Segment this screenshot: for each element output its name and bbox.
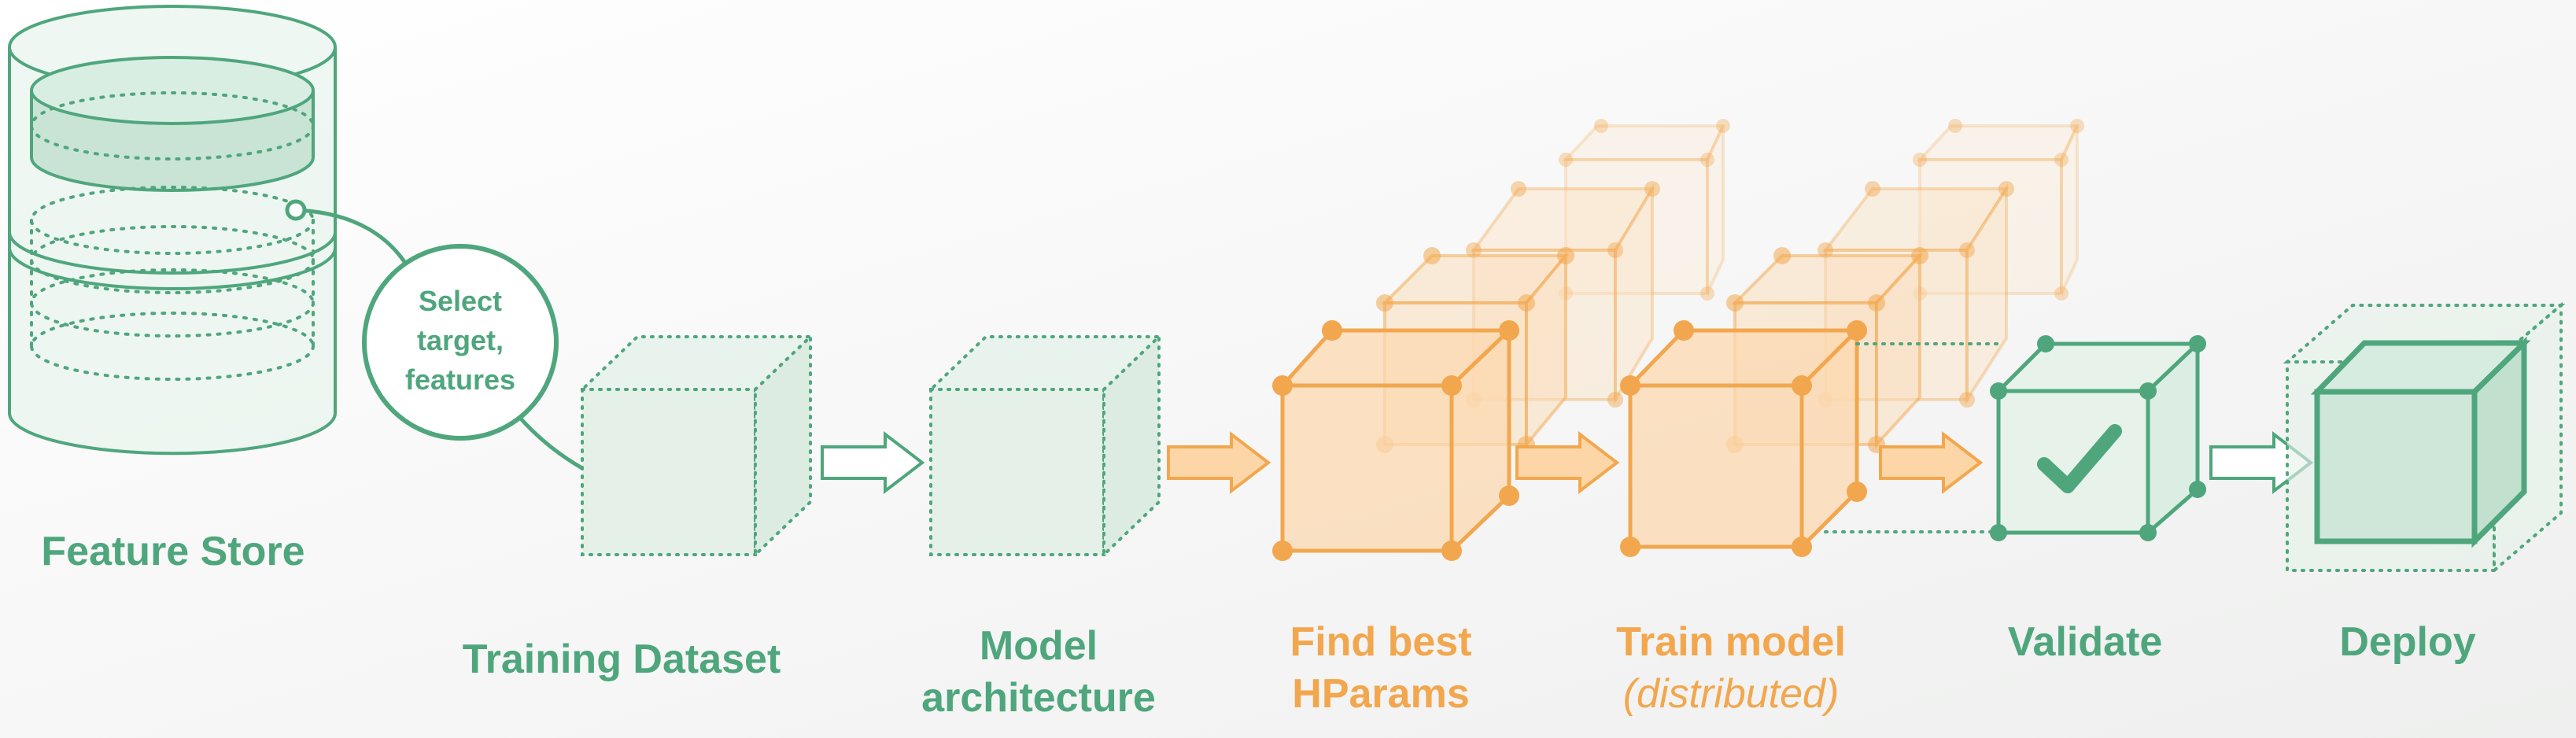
stacked-wireframe-cubes-icon: [1272, 119, 1730, 561]
label-model-architecture: Model architecture: [881, 620, 1196, 724]
label-line-1: Find best: [1290, 619, 1472, 665]
dotted-cube-icon: [578, 333, 814, 559]
label-validate: Validate: [1951, 616, 2219, 668]
cylinder-database-icon: [8, 5, 337, 456]
label-line-1: Feature Store: [41, 529, 305, 574]
bubble-line-2: target,: [416, 324, 504, 356]
solid-cube-icon: [2283, 301, 2566, 574]
label-line-1: Train model: [1616, 619, 1846, 665]
checkmark-cube-icon: [1990, 335, 2206, 541]
label-deploy: Deploy: [2282, 616, 2534, 668]
stacked-wireframe-cubes-icon: [1620, 119, 2084, 557]
label-train-model: Train model (distributed): [1574, 616, 1888, 720]
right-arrow-icon: [1515, 430, 1620, 495]
label-feature-store: Feature Store: [16, 526, 330, 577]
bubble-line-3: features: [404, 363, 516, 396]
label-line-2: architecture: [921, 675, 1156, 721]
label-line-1: Deploy: [2339, 619, 2476, 665]
dotted-cube-icon: [927, 333, 1163, 559]
label-line-1: Training Dataset: [462, 637, 781, 682]
label-line-1: Validate: [2007, 619, 2163, 665]
checkmark-icon: [2037, 424, 2122, 493]
right-arrow-icon: [821, 430, 925, 495]
label-line-2: HParams: [1292, 671, 1470, 717]
select-bubble: [362, 244, 559, 441]
select-bubble-text: Select target, features: [374, 282, 547, 400]
bubble-line-1: Select: [418, 285, 503, 317]
label-training-dataset: Training Dataset: [441, 633, 803, 685]
right-arrow-icon: [1879, 430, 1984, 495]
label-line-1: Model: [979, 623, 1098, 669]
right-arrow-icon: [1167, 430, 1271, 495]
label-line-2: (distributed): [1622, 671, 1840, 717]
label-find-hparams: Find best HParams: [1231, 616, 1530, 720]
